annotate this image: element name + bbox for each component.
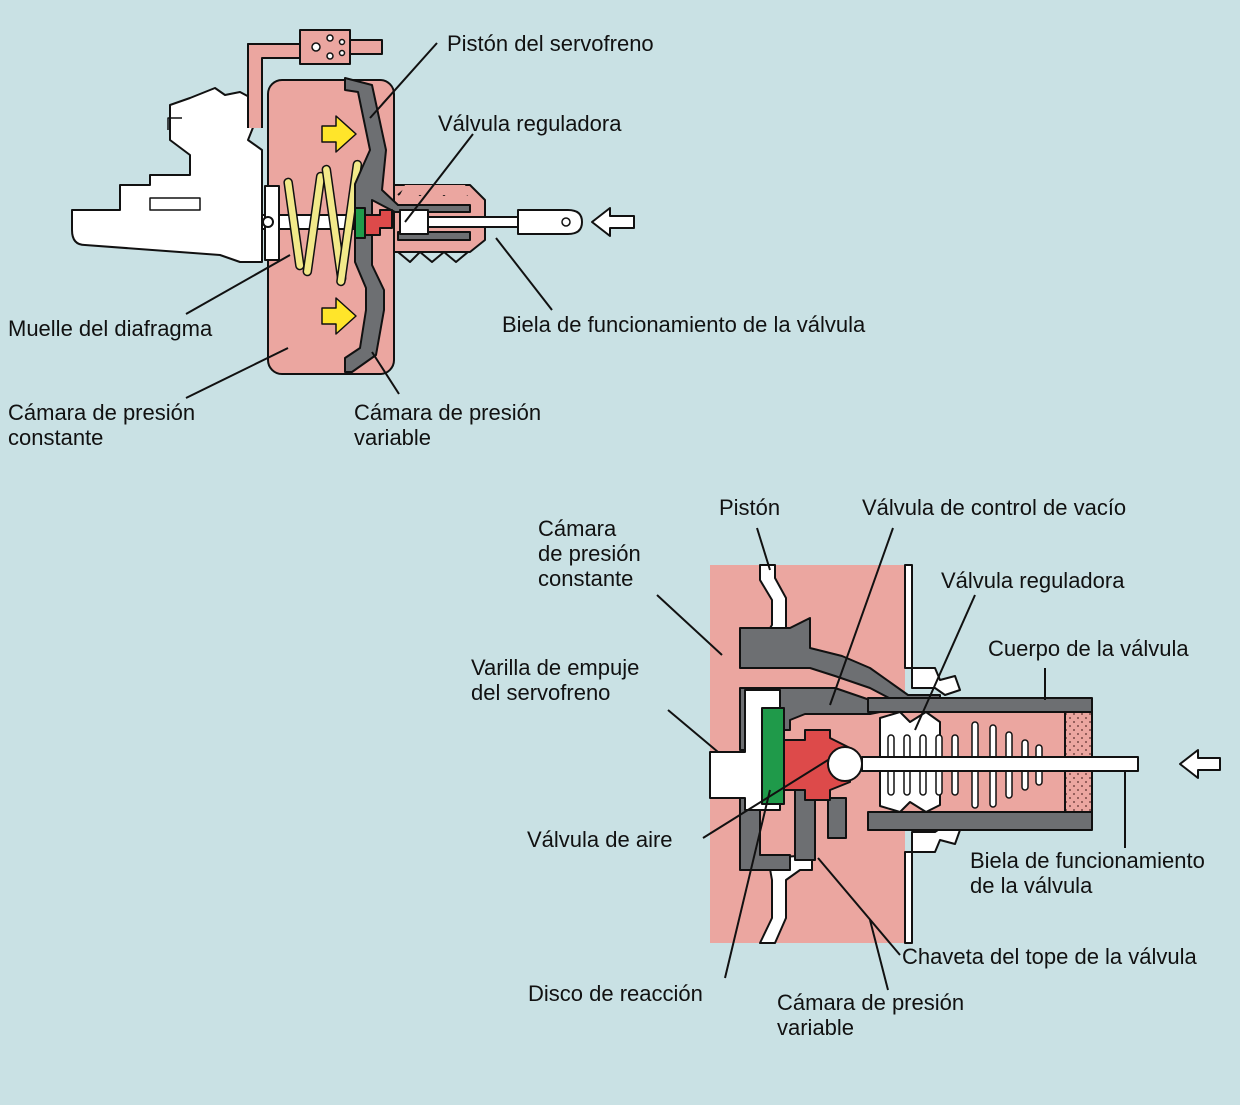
label-air-valve: Válvula de aire <box>527 827 673 852</box>
master-cylinder <box>71 87 263 263</box>
label-valve-stop-key: Chaveta del tope de la válvula <box>902 944 1197 969</box>
valve-operating-rod <box>427 216 521 228</box>
label-constant-chamber-b-line3: constante <box>538 566 634 591</box>
top-booster-diagram <box>71 29 635 399</box>
push-arrow-icon <box>1179 749 1221 779</box>
booster-piston <box>344 77 471 373</box>
air-valve <box>364 209 393 236</box>
label-diaphragm-spring: Muelle del diafragma <box>8 316 213 341</box>
label-valve-operating-rod-b: Biela de funcionamiento <box>970 848 1205 873</box>
label-valve-operating-rod-b-line2: de la válvula <box>970 873 1093 898</box>
label-constant-chamber: Cámara de presión <box>8 400 196 425</box>
label-valve-body: Cuerpo de la válvula <box>988 636 1189 661</box>
air-flow-arrow-icon <box>321 115 357 153</box>
air-flow-arrow-icon <box>321 297 357 335</box>
label-variable-chamber-line2: variable <box>354 425 432 450</box>
bottom-air-valve <box>783 729 851 801</box>
valve-body <box>867 697 1093 713</box>
label-variable-chamber-b-line2: variable <box>777 1015 855 1040</box>
label-reaction-disc: Disco de reacción <box>528 981 703 1006</box>
push-arrow-icon <box>591 207 635 237</box>
label-variable-chamber-b: Cámara de presión <box>777 990 965 1015</box>
label-valve-operating-rod: Biela de funcionamiento de la válvula <box>502 312 866 337</box>
check-valve <box>299 29 351 65</box>
label-vacuum-control-valve: Válvula de control de vacío <box>862 495 1127 520</box>
bottom-piston <box>739 617 941 709</box>
label-constant-chamber-b: Cámara <box>538 516 617 541</box>
label-piston-b: Pistón <box>719 495 781 520</box>
label-piston: Pistón del servofreno <box>447 31 654 56</box>
clevis <box>517 209 583 235</box>
label-regulating-valve: Válvula reguladora <box>438 111 622 136</box>
label-constant-chamber-b-line2: de presión <box>538 541 641 566</box>
label-regulating-valve-b: Válvula reguladora <box>941 568 1125 593</box>
label-push-rod-line2: del servofreno <box>471 680 611 705</box>
label-constant-chamber-line2: constante <box>8 425 104 450</box>
label-push-rod: Varilla de empuje <box>471 655 640 680</box>
reaction-disc <box>354 207 366 239</box>
bottom-valve-detail-diagram <box>656 527 1221 991</box>
label-variable-chamber: Cámara de presión <box>354 400 542 425</box>
regulating-valve <box>399 209 429 235</box>
bottom-operating-rod <box>861 756 1139 772</box>
